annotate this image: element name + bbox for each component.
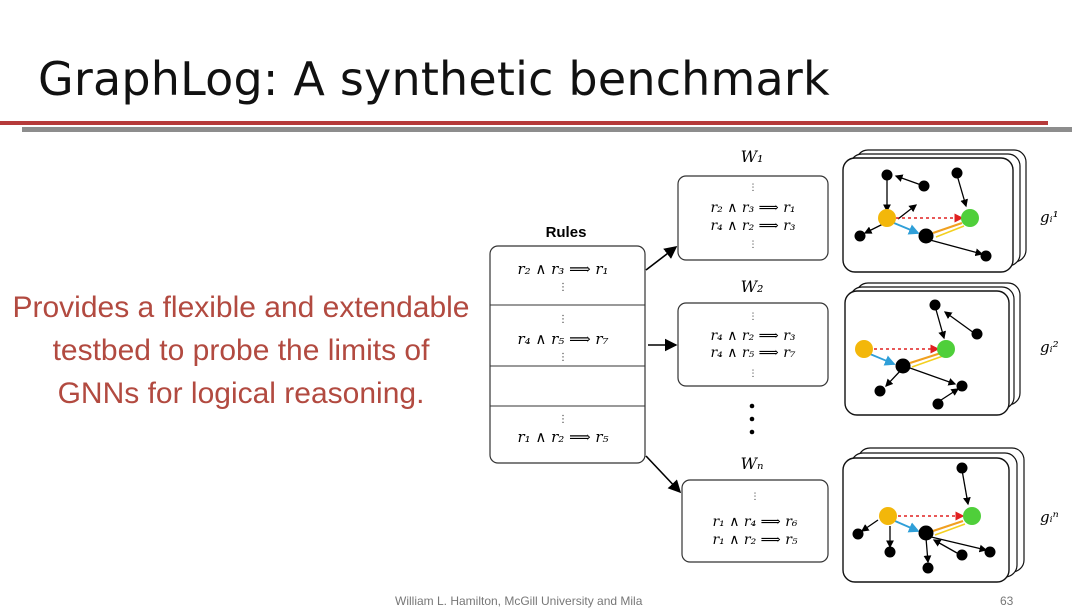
ellipsis-dots: ⋮ [749,312,758,322]
page-number: 63 [1000,594,1014,608]
arrow-to-world-1 [645,246,678,271]
graph-stack-n [842,447,1025,583]
rules-box [489,245,646,464]
ellipsis-dots: ⋮ [558,414,568,425]
world-2-label: W₂ [741,277,764,296]
title-underline-grey [22,127,1072,132]
world-2-rule-2: r₄ ∧ r₅ ⟹ r₇ [710,345,795,361]
ellipsis-dots: ⋮ [751,492,760,502]
graph-2-label: gᵢ² [1040,338,1059,356]
world-n-rule-2: r₁ ∧ r₂ ⟹ r₅ [712,532,797,548]
world-n-label: Wₙ [741,454,764,473]
ellipsis-dots: ⋮ [558,352,568,363]
arrow-to-world-n [645,455,682,494]
rule-4: r₁ ∧ r₂ ⟹ r₅ [517,428,608,446]
rule-1: r₂ ∧ r₃ ⟹ r₁ [517,260,608,278]
ellipsis-dots: ⋮ [558,314,568,325]
rule-2: r₄ ∧ r₅ ⟹ r₇ [517,330,608,348]
world-n-rule-1: r₁ ∧ r₄ ⟹ r₆ [712,514,797,530]
graph-n-label: gᵢⁿ [1040,508,1059,526]
graph-1-label: gᵢ¹ [1040,208,1059,226]
world-2-box [677,302,829,387]
continuation-dot [749,416,755,422]
slide-footer: William L. Hamilton, McGill University a… [395,594,643,608]
world-2-rule-1: r₄ ∧ r₂ ⟹ r₃ [710,328,795,344]
world-1-rule-1: r₂ ∧ r₃ ⟹ r₁ [710,200,795,216]
graph-stack-2 [844,282,1021,416]
world-1-rule-2: r₄ ∧ r₂ ⟹ r₃ [710,218,795,234]
continuation-dot [749,403,755,409]
slide-title: GraphLog: A synthetic benchmark [38,52,830,106]
graph-stack-1 [842,149,1027,273]
world-n-box [681,479,829,563]
ellipsis-dots: ⋮ [749,240,758,250]
world-1-box [677,175,829,261]
rules-heading: Rules [546,224,587,241]
slide-body-text: Provides a flexible and extendable testb… [12,291,470,410]
ellipsis-dots: ⋮ [749,369,758,379]
world-1-label: W₁ [741,147,764,166]
ellipsis-dots: ⋮ [749,183,758,193]
ellipsis-dots: ⋮ [558,282,568,293]
title-underline-red [0,121,1048,125]
continuation-dot [749,429,755,435]
